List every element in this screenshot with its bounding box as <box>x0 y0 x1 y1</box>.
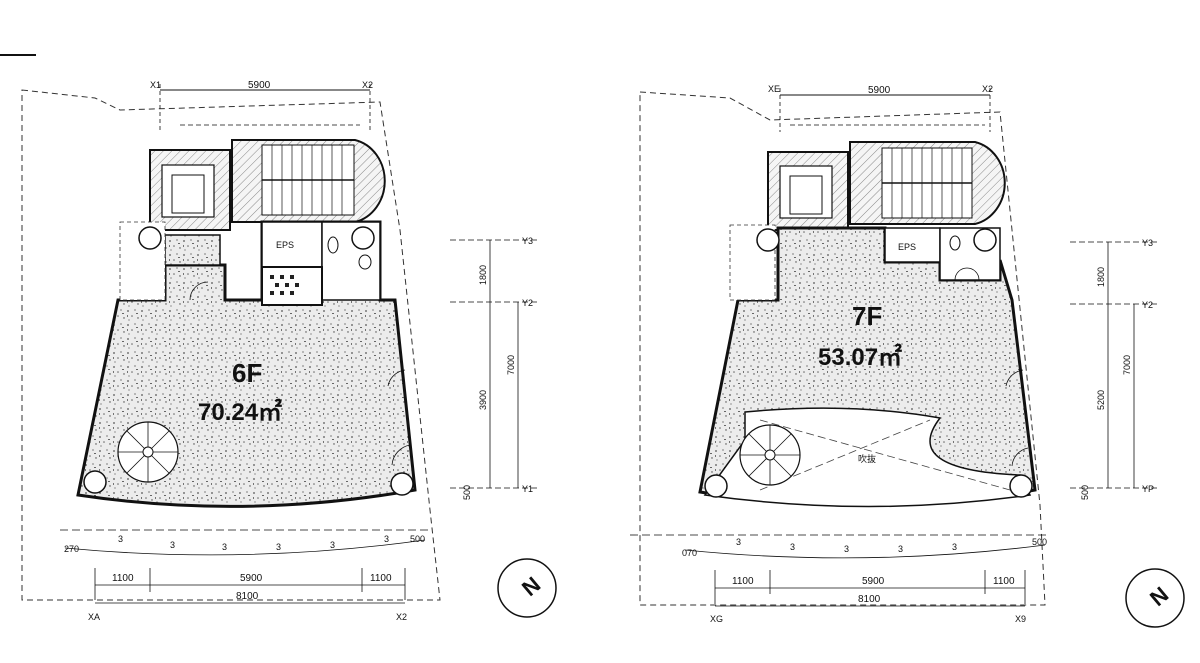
dimension-label: 5900 <box>868 85 891 96</box>
dimension-label: 5900 <box>248 80 271 91</box>
grid-label: X2 <box>362 80 373 90</box>
dimension-label: 500 <box>1032 537 1047 547</box>
dimension-label: 3 <box>790 542 795 552</box>
service-rooms-7f: EPS <box>729 224 1001 301</box>
dimension-label: 500 <box>1080 485 1090 500</box>
spiral-stair-6f <box>117 421 179 483</box>
grid-label: XG <box>710 614 723 624</box>
columns-6f <box>83 226 414 496</box>
plan-6f: X1 X2 5900 <box>21 80 557 622</box>
floor-label: 7F <box>852 301 882 331</box>
grid-label: Y1 <box>522 484 533 494</box>
dimension-label: 1800 <box>1096 267 1106 287</box>
right-dimensions-6f: Y3 Y2 Y1 1800 3900 7000 500 <box>450 236 540 500</box>
dimension-label: 3 <box>276 542 281 552</box>
area-label: 70.24㎡ <box>198 398 282 426</box>
dimension-label: 1100 <box>993 576 1015 587</box>
dimension-label: 070 <box>682 548 697 558</box>
north-label: N <box>517 572 545 601</box>
dimension-label: 1800 <box>478 265 488 285</box>
dimension-label: 1100 <box>112 573 134 584</box>
dimension-label: 7000 <box>1122 355 1132 375</box>
grid-label: XA <box>88 612 100 622</box>
north-compass-7f: N <box>1125 568 1185 628</box>
dimension-label: 3 <box>330 540 335 550</box>
top-dimension-7f: XE X2 5900 <box>768 84 993 132</box>
grid-label: XE <box>768 84 780 94</box>
stair-tower-7f <box>849 141 1006 225</box>
dimension-label: 3 <box>170 540 175 550</box>
top-dimension-6f: X1 X2 5900 <box>150 80 373 130</box>
grid-label: X2 <box>982 84 993 94</box>
elevator-7f <box>767 151 849 231</box>
dimension-label: 5200 <box>1096 390 1106 410</box>
dimension-label: 3900 <box>478 390 488 410</box>
bottom-dimensions-7f: 070 3 3 3 3 3 500 1100 5900 1100 8100 XG… <box>630 534 1050 624</box>
dimension-label: 1100 <box>732 576 754 587</box>
stair-tower-6f <box>231 139 386 223</box>
dimension-label: 5900 <box>862 576 885 587</box>
plan-7f: XE X2 5900 <box>630 84 1185 628</box>
elevator-6f <box>149 149 231 231</box>
grid-label: X9 <box>1015 614 1026 624</box>
area-label: 53.07㎡ <box>818 343 902 371</box>
dimension-label: 7000 <box>506 355 516 375</box>
north-label: N <box>1145 582 1173 611</box>
grid-label: Y3 <box>522 236 533 246</box>
dimension-label: 8100 <box>236 591 259 602</box>
dimension-label: 270 <box>64 544 79 554</box>
room-label: EPS <box>276 240 294 250</box>
dimension-label: 500 <box>462 485 472 500</box>
grid-label: Y2 <box>1142 300 1153 310</box>
north-compass-6f: N <box>497 558 557 618</box>
dimension-label: 5900 <box>240 573 263 584</box>
dimension-label: 3 <box>736 537 741 547</box>
dimension-label: 3 <box>384 534 389 544</box>
grid-label: Y2 <box>522 298 533 308</box>
dimension-label: 3 <box>222 542 227 552</box>
grid-label: X1 <box>150 80 161 90</box>
dimension-label: 1100 <box>370 573 392 584</box>
grid-label: X2 <box>396 612 407 622</box>
columns-7f <box>704 228 1033 498</box>
dimension-label: 3 <box>898 544 903 554</box>
dimension-label: 500 <box>410 534 425 544</box>
grid-label: YP <box>1142 484 1154 494</box>
bottom-dimensions-6f: 270 3 3 3 3 3 3 500 1100 5900 1100 8100 … <box>60 529 432 622</box>
right-dimensions-7f: Y3 Y2 YP 1800 5200 7000 500 <box>1070 238 1160 500</box>
void-label: 吹抜 <box>858 453 876 464</box>
room-label: EPS <box>898 242 916 252</box>
floor-label: 6F <box>232 358 262 388</box>
dimension-label: 8100 <box>858 594 881 605</box>
dimension-label: 3 <box>844 544 849 554</box>
grid-label: Y3 <box>1142 238 1153 248</box>
spiral-stair-7f <box>739 424 801 486</box>
dimension-label: 3 <box>118 534 123 544</box>
dimension-label: 3 <box>952 542 957 552</box>
